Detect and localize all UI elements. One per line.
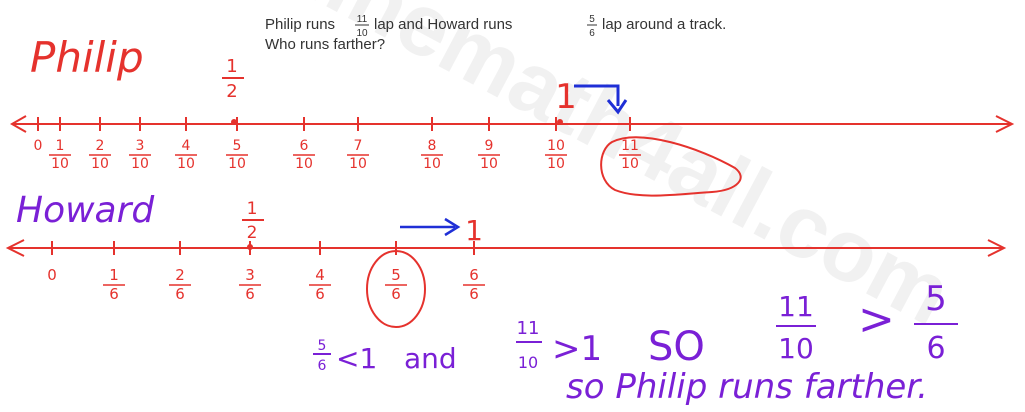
philip-line-left-arrowhead — [9, 115, 27, 133]
problem-text-start: Philip runs — [265, 16, 335, 33]
philip-tick-label-num-6: 6 — [300, 138, 309, 154]
philip-one-label: 1 — [555, 77, 577, 117]
problem-frac2-num: 5 — [589, 14, 595, 25]
howard-half-num: 1 — [247, 199, 258, 219]
howard-tick-label-num-6: 6 — [469, 266, 479, 284]
howard-half-label: 1 2 — [242, 199, 264, 243]
conclusion-c1-num: 5 — [318, 338, 327, 354]
howard-line-left-arrowhead — [5, 239, 25, 257]
philip-answer-circle — [600, 136, 742, 197]
howard-line-right-arrowhead — [987, 239, 1007, 257]
problem-text-mid: lap and Howard runs — [374, 16, 512, 33]
howard-tick-label-num-4: 4 — [315, 266, 325, 284]
conclusion-part4: 5 6 — [914, 279, 958, 366]
problem-statement: Philip runs 11 10 lap and Howard runs 5 … — [265, 14, 726, 53]
conclusion-part3: 11 10 — [776, 290, 816, 365]
conclusion-c1-relation: <1 — [336, 342, 377, 375]
howard-tick-label-den-2: 6 — [175, 285, 185, 303]
howard-circle — [366, 250, 426, 328]
howard-jump-arrowhead — [444, 217, 461, 237]
problem-text-end: lap around a track. — [602, 16, 726, 33]
conclusion-part1: 5 6 <1 — [313, 338, 377, 375]
philip-tick-label-num-2: 2 — [96, 138, 105, 154]
conclusion-c3-num: 11 — [778, 290, 814, 323]
howard-one-label: 1 — [465, 214, 483, 247]
philip-tick-label-den-7: 10 — [349, 156, 367, 172]
philip-tick-label-den-2: 10 — [91, 156, 109, 172]
philip-name: Philip — [30, 33, 144, 82]
philip-half-den: 2 — [226, 81, 237, 102]
philip-half-dot — [231, 119, 237, 125]
philip-tick-label-den-11: 10 — [621, 156, 639, 172]
philip-jump-arrow — [574, 84, 620, 106]
philip-tick-label-den-1: 10 — [51, 156, 69, 172]
howard-tick-label-den-1: 6 — [109, 285, 119, 303]
conclusion-c1-den: 6 — [318, 358, 327, 374]
conclusion-answer: so Philip runs farther. — [566, 367, 928, 407]
conclusion-c2-den: 10 — [518, 353, 538, 372]
philip-tick-label-num-10: 10 — [547, 138, 565, 154]
howard-tick-label-num-1: 1 — [109, 266, 119, 284]
problem-frac1-num: 11 — [357, 14, 368, 25]
conclusion-c2-relation: >1 — [552, 329, 602, 369]
conclusion-c3-den: 10 — [778, 332, 814, 365]
philip-half-num: 1 — [226, 56, 237, 77]
howard-tick-label-den-6: 6 — [469, 285, 479, 303]
philip-tick-label-num-4: 4 — [182, 138, 191, 154]
philip-tick-label-num-5: 5 — [233, 138, 242, 154]
howard-tick-label-den-3: 6 — [245, 285, 255, 303]
philip-one-dot — [557, 119, 563, 125]
howard-tick-label-num-2: 2 — [175, 266, 185, 284]
howard-half-den: 2 — [247, 223, 258, 243]
conclusion-c2-num: 11 — [517, 318, 540, 339]
conclusion-gt: > — [858, 294, 895, 345]
philip-tick-label-den-8: 10 — [423, 156, 441, 172]
howard-tick-label-num-3: 3 — [245, 266, 255, 284]
philip-line-right-arrowhead — [995, 115, 1015, 133]
philip-tick-label-den-4: 10 — [177, 156, 195, 172]
philip-half-label: 1 2 — [222, 56, 244, 102]
philip-tick-label-den-9: 10 — [480, 156, 498, 172]
philip-tick-label-num-9: 9 — [485, 138, 494, 154]
philip-tick-label-num-11: 11 — [621, 138, 639, 154]
conclusion-so: SO — [648, 324, 705, 370]
philip-tick-label-num-0: 0 — [34, 138, 43, 154]
philip-tick-label-den-10: 10 — [547, 156, 565, 172]
problem-frac1-den: 10 — [356, 28, 368, 39]
philip-tick-label-den-3: 10 — [131, 156, 149, 172]
howard-tick-label-num-0: 0 — [47, 266, 57, 284]
philip-tick-label-num-8: 8 — [428, 138, 437, 154]
howard-name: Howard — [16, 190, 155, 231]
conclusion-c4-den: 6 — [926, 331, 945, 366]
problem-question: Who runs farther? — [265, 36, 385, 53]
howard-tick-label-den-4: 6 — [315, 285, 325, 303]
philip-tick-label-num-1: 1 — [56, 138, 65, 154]
problem-frac2-den: 6 — [589, 28, 595, 39]
howard-tick-label-den-5: 6 — [391, 285, 401, 303]
howard-tick-label-num-5: 5 — [391, 266, 401, 284]
philip-tick-label-num-7: 7 — [354, 138, 363, 154]
philip-jump-arrowhead — [606, 99, 628, 115]
philip-tick-label-den-5: 10 — [228, 156, 246, 172]
philip-tick-label-num-3: 3 — [136, 138, 145, 154]
conclusion-c4-num: 5 — [925, 279, 947, 319]
conclusion-and: and — [404, 342, 457, 375]
philip-tick-label-den-6: 10 — [295, 156, 313, 172]
conclusion-part2: 11 10 >1 — [516, 318, 602, 372]
